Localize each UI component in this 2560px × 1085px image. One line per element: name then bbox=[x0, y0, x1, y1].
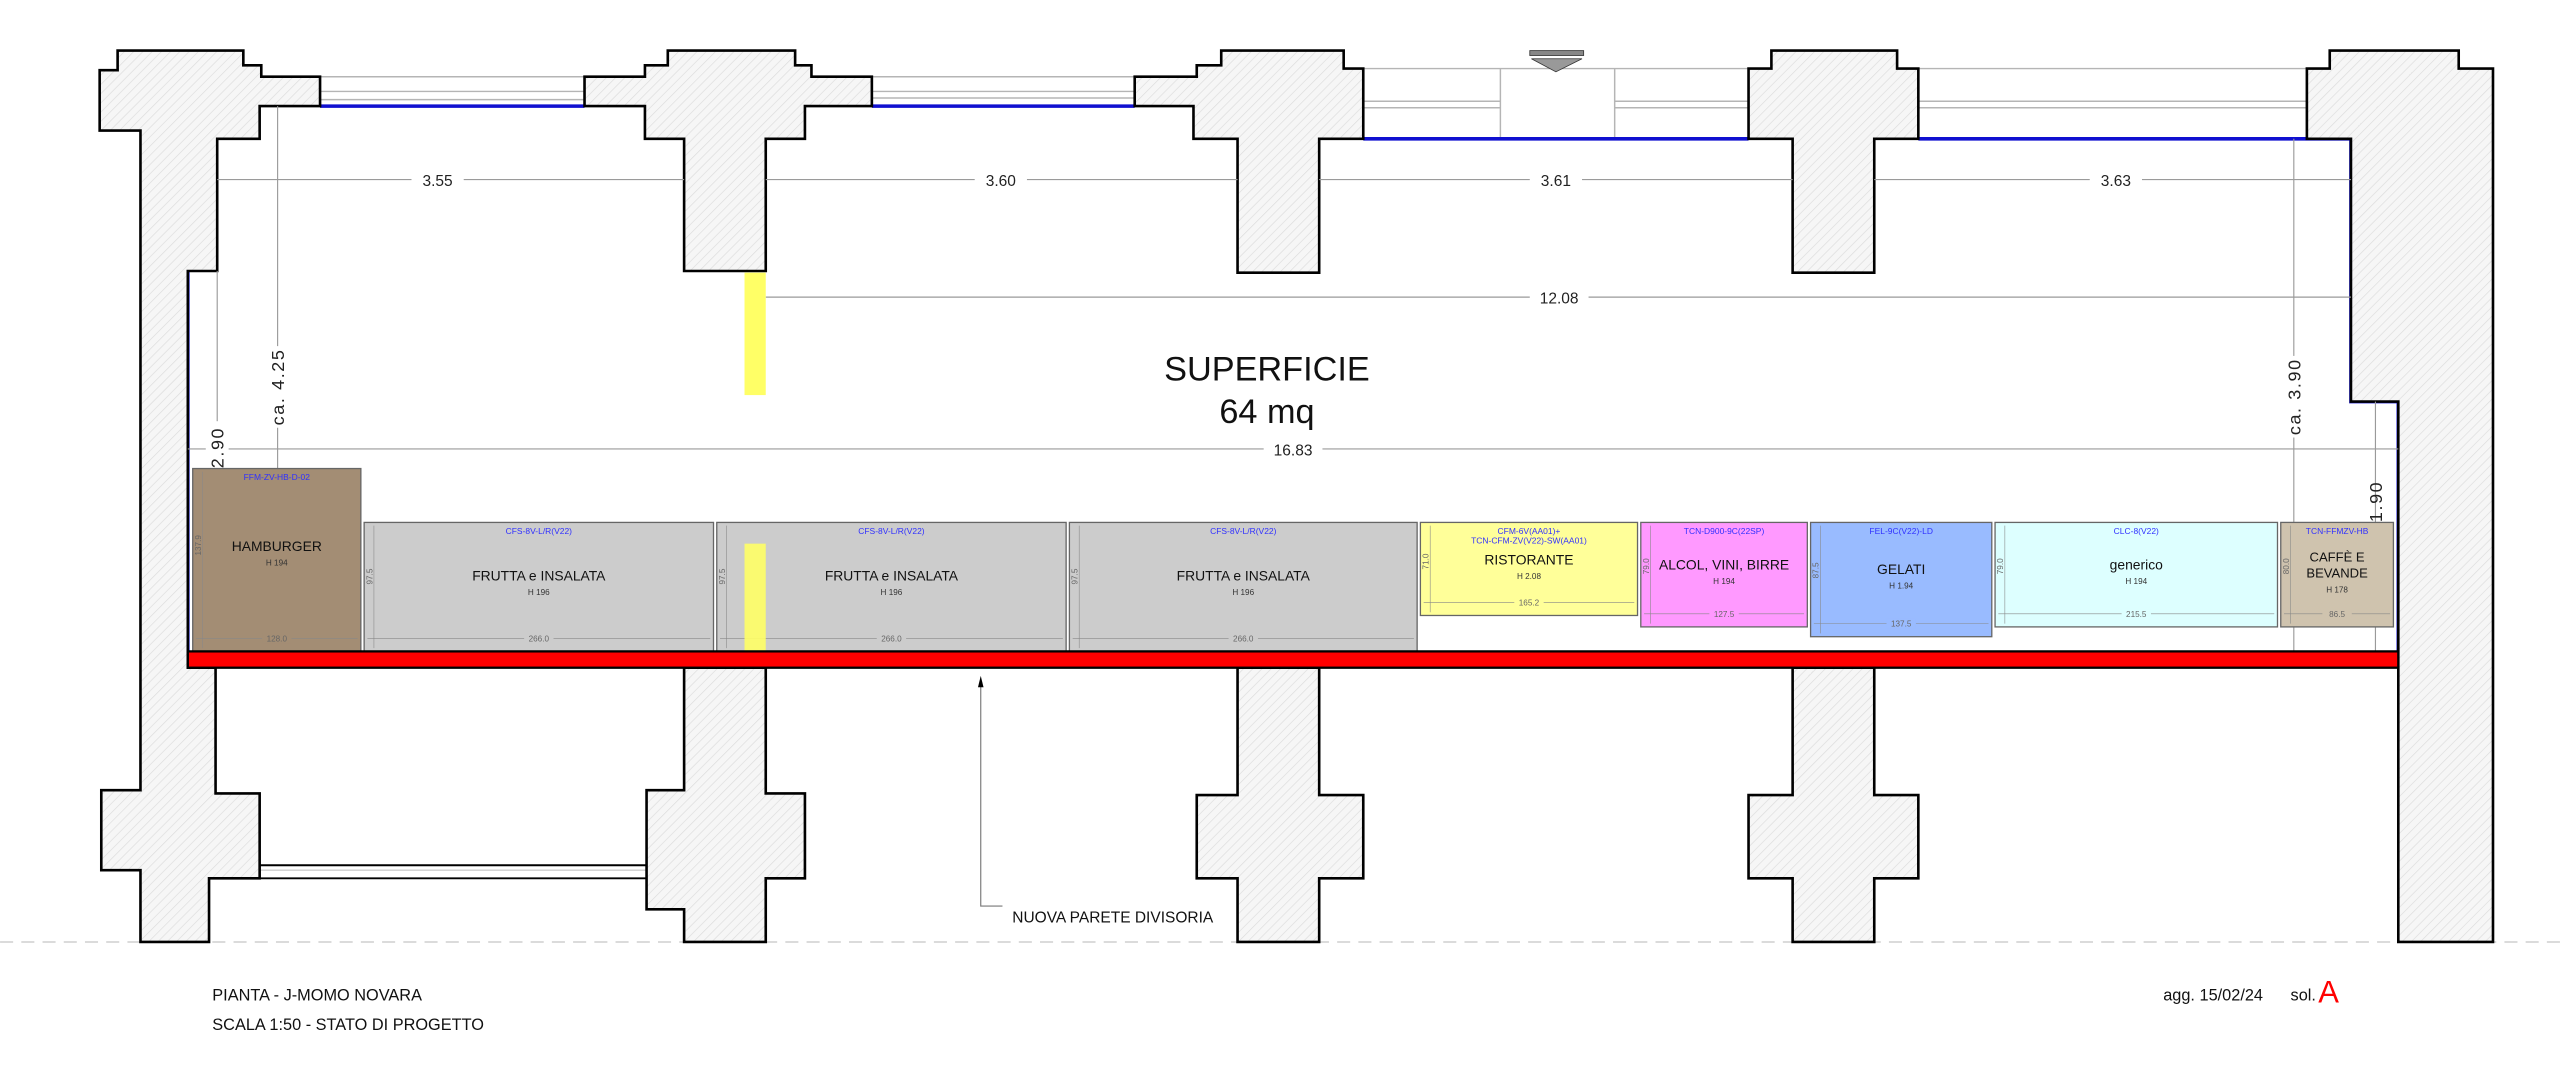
solution-prefix: sol. bbox=[2291, 987, 2316, 1005]
fixture-code: TCN-D900-9C(22SP) bbox=[1684, 526, 1765, 536]
fixture-code: CFS-8V-L/R(V22) bbox=[506, 526, 573, 536]
fixture-depth: 97.5 bbox=[1071, 568, 1080, 584]
fixture-name: FRUTTA e INSALATA bbox=[1177, 567, 1311, 583]
fixture-body bbox=[192, 467, 362, 653]
fixture-height: H 194 bbox=[1713, 577, 1735, 586]
fixture-depth: 97.5 bbox=[718, 568, 727, 584]
fixture-width: 137.5 bbox=[1891, 620, 1912, 629]
fixture-width: 86.5 bbox=[2329, 610, 2345, 619]
fixture-code: CFS-8V-L/R(V22) bbox=[858, 526, 925, 536]
fixture-name: HAMBURGER bbox=[232, 538, 322, 554]
fixture: CFM-6V(AA01)+TCN-CFM-ZV(V22)-SW(AA01) RIS… bbox=[1419, 521, 1639, 617]
fixture-depth: 79.0 bbox=[1996, 558, 2005, 574]
dim-height-left-outer: ca. 4.25 bbox=[268, 348, 288, 425]
fixture-width: 128.0 bbox=[267, 634, 288, 643]
title-line-2: SCALA 1:50 - STATO DI PROGETTO bbox=[212, 1016, 484, 1034]
fixture: FEL-9C(V22)-LD GELATI H 1.94 137.5 87.5 bbox=[1809, 521, 1993, 638]
fixture-width: 127.5 bbox=[1714, 610, 1735, 619]
fixture-height: H 196 bbox=[1232, 588, 1254, 597]
fixture-width: 266.0 bbox=[529, 634, 550, 643]
title-line-1: PIANTA - J-MOMO NOVARA bbox=[212, 987, 422, 1005]
dim-span-partial: 12.08 bbox=[1540, 291, 1579, 308]
fixture-body bbox=[1068, 521, 1418, 653]
fixture-body bbox=[363, 521, 715, 653]
fixture-name: generico bbox=[2110, 556, 2163, 572]
fixture-height: H 196 bbox=[881, 588, 903, 597]
fixture-name: ALCOL, VINI, BIRRE bbox=[1659, 556, 1789, 572]
fixture-width: 165.2 bbox=[1519, 598, 1540, 607]
fixture-code: FFM-ZV-HB-D-02 bbox=[244, 472, 311, 482]
pilaster-2-bottom bbox=[1195, 666, 1365, 944]
fixture-body bbox=[716, 521, 1067, 653]
fixture-name: BEVANDE bbox=[2306, 566, 2368, 581]
fixture-name: RISTORANTE bbox=[1484, 551, 1573, 567]
pilaster-1-bottom bbox=[645, 666, 807, 944]
fixture-code: TCN-FFMZV-HB bbox=[2306, 526, 2369, 536]
fixture-code: FEL-9C(V22)-LD bbox=[1869, 526, 1933, 536]
area-value: 64 mq bbox=[1219, 393, 1314, 431]
bottom-window bbox=[209, 864, 647, 880]
fixture: CFS-8V-L/R(V22) FRUTTA e INSALATA H 196 266… bbox=[716, 521, 1067, 653]
walls bbox=[98, 49, 2495, 944]
fixture-body bbox=[1809, 521, 1993, 638]
note-label: NUOVA PARETE DIVISORIA bbox=[1012, 909, 1214, 926]
area-title: SUPERFICIE bbox=[1164, 350, 1370, 388]
partition-note: NUOVA PARETE DIVISORIA bbox=[977, 675, 1214, 926]
fixture-depth: 71.0 bbox=[1422, 553, 1431, 569]
fixture-name: GELATI bbox=[1877, 561, 1925, 577]
fixture-depth: 79.0 bbox=[1642, 558, 1651, 574]
dim-bay-2: 3.60 bbox=[986, 173, 1017, 190]
fixture: TCN-D900-9C(22SP) ALCOL, VINI, BIRRE H 194… bbox=[1640, 521, 1808, 628]
fixture-depth: 137.9 bbox=[194, 535, 203, 556]
fixture-depth: 97.5 bbox=[365, 568, 374, 584]
pilaster-2 bbox=[1133, 49, 1365, 274]
fixture-width: 266.0 bbox=[881, 634, 902, 643]
yellow-marker-upper bbox=[744, 272, 766, 396]
dim-bay-3: 3.61 bbox=[1541, 173, 1571, 190]
solution-letter: A bbox=[2318, 974, 2339, 1009]
fixture: CFS-8V-L/R(V22) FRUTTA e INSALATA H 196 266… bbox=[363, 521, 715, 653]
fixture-code: CFS-8V-L/R(V22) bbox=[1210, 526, 1277, 536]
fixture: CFS-8V-L/R(V22) FRUTTA e INSALATA H 196 266… bbox=[1068, 521, 1418, 653]
fixture-height: H 1.94 bbox=[1889, 582, 1913, 591]
fixture-name: FRUTTA e INSALATA bbox=[472, 567, 606, 583]
fixture-code: TCN-CFM-ZV(V22)-SW(AA01) bbox=[1471, 536, 1587, 546]
level-marker-icon bbox=[1529, 50, 1585, 73]
fixture-depth: 87.5 bbox=[1812, 562, 1821, 578]
fixture: TCN-FFMZV-HB CAFFÈ E BEVANDE H 178 86.5 80.0 bbox=[2280, 521, 2395, 628]
new-partition-wall bbox=[186, 650, 2400, 669]
yellow-marker-lower bbox=[744, 543, 766, 652]
fixture-height: H 196 bbox=[528, 588, 550, 597]
fixture-name: CAFFÈ E bbox=[2310, 549, 2365, 564]
fixture: CLC-8(V22) generico H 194 215.5 79.0 bbox=[1994, 521, 2279, 628]
fixture-depth: 80.0 bbox=[2282, 558, 2291, 574]
fixture-code: CLC-8(V22) bbox=[2114, 526, 2159, 536]
fixture-code: CFM-6V(AA01)+ bbox=[1498, 526, 1561, 536]
top-windows bbox=[320, 67, 2307, 139]
dim-bay-1: 3.55 bbox=[423, 173, 453, 190]
fixture-height: H 194 bbox=[266, 559, 288, 568]
dim-height-right-outer: ca. 3.90 bbox=[2284, 358, 2304, 435]
fixture-name: FRUTTA e INSALATA bbox=[825, 567, 959, 583]
pilaster-1 bbox=[583, 49, 874, 273]
fixture-width: 215.5 bbox=[2126, 610, 2147, 619]
pilaster-3 bbox=[1747, 49, 1920, 274]
fixture-height: H 194 bbox=[2125, 577, 2147, 586]
right-column bbox=[2305, 49, 2495, 944]
dim-bay-4: 3.63 bbox=[2101, 173, 2131, 190]
revision-date: agg. 15/02/24 bbox=[2163, 987, 2263, 1005]
fixture-width: 266.0 bbox=[1233, 634, 1254, 643]
fixture-height: H 178 bbox=[2326, 585, 2348, 594]
fixture-height: H 2.08 bbox=[1517, 572, 1541, 581]
dim-span-total: 16.83 bbox=[1274, 442, 1313, 459]
pilaster-3-bottom bbox=[1747, 666, 1920, 944]
arrow-up-icon bbox=[977, 675, 984, 688]
